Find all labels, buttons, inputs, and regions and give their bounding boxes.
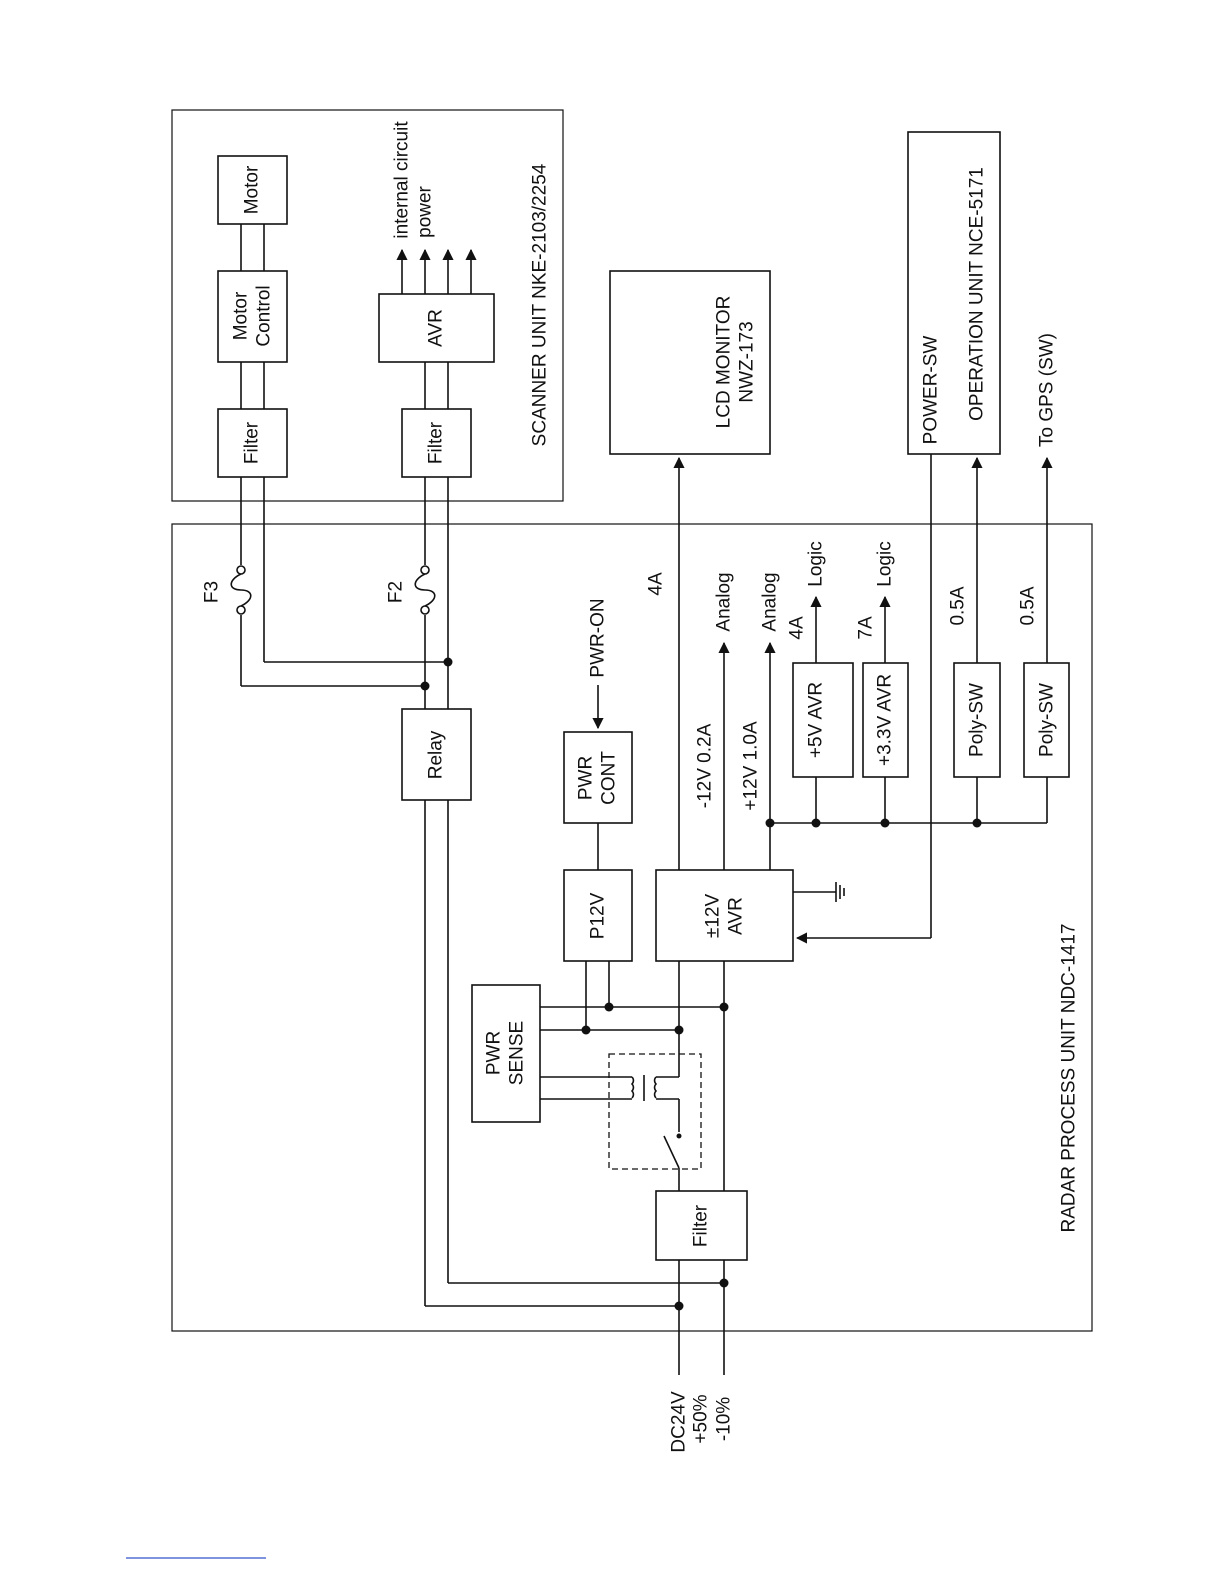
dc-input-label-2: +50%: [691, 1394, 712, 1443]
pm12v-avr-label-2: AVR: [726, 897, 747, 935]
avr-5v-label: +5V AVR: [806, 682, 827, 758]
fuse-f2-label: F2: [386, 581, 407, 603]
sense-transformer-enclosure: [608, 1053, 702, 1170]
internal-power-label-2: power: [415, 185, 436, 237]
fuse-f3-label: F3: [202, 581, 223, 603]
pm12v-avr-block: [655, 869, 794, 962]
input-filter-label: Filter: [691, 1204, 712, 1247]
motor-control-label-1: Motor: [231, 291, 252, 340]
avr-label: AVR: [426, 309, 447, 347]
minus12v-label: -12V 0.2A: [695, 723, 716, 808]
radar-process-unit-label: RADAR PROCESS UNIT NDC-1417: [1059, 923, 1080, 1232]
poly-sw-label-2: Poly-SW: [1037, 683, 1058, 757]
p12v-block: [563, 869, 633, 962]
poly-sw-label-1: Poly-SW: [967, 683, 988, 757]
operation-unit-block: [907, 131, 1001, 455]
poly-sw-current-label-1: 0.5A: [948, 586, 969, 625]
internal-power-label-1: internal circuit: [392, 121, 413, 239]
relay-switch-icon: [663, 1133, 682, 1169]
internal-power-arrows: [396, 248, 477, 294]
relay-label: Relay: [426, 730, 447, 779]
dc-input-label-3: -10%: [714, 1397, 735, 1441]
pm12v-avr-label-1: ±12V: [703, 894, 724, 939]
motor-label: Motor: [242, 165, 263, 214]
p12v-label: P12V: [588, 892, 609, 939]
pwr-cont-block: [563, 731, 633, 824]
motor-control-label-2: Control: [254, 285, 275, 346]
scanner-filter-bottom-label: Filter: [426, 421, 447, 464]
pwr-cont-label-2: CONT: [599, 751, 620, 805]
motor-control-block: [217, 270, 288, 363]
motor-block: [217, 155, 288, 225]
operation-unit-label: OPERATION UNIT NCE-5171: [967, 167, 988, 421]
analog-label-2: Analog: [760, 572, 781, 631]
lcd-monitor-block: [609, 270, 771, 455]
scanner-filter-top-label: Filter: [242, 421, 263, 464]
poly-sw-block-1: [953, 662, 1001, 778]
relay-block: [401, 708, 472, 801]
pwr-cont-label-1: PWR: [576, 756, 597, 800]
logic-label-1: Logic: [806, 541, 827, 586]
pwr-sense-block: [471, 984, 541, 1123]
lcd-monitor-label-1: LCD MONITOR: [714, 296, 735, 429]
pwr-on-label: PWR-ON: [588, 598, 609, 677]
scanner-unit-label: SCANNER UNIT NKE-2103/2254: [530, 163, 551, 446]
poly-sw-block-2: [1023, 662, 1070, 778]
pwr-sense-label-1: PWR: [484, 1031, 505, 1075]
avr-block: [378, 293, 495, 363]
scanner-filter-top-block: [217, 408, 288, 478]
avr-5v-current-label: 4A: [787, 616, 808, 640]
power-wiring: [240, 454, 1053, 1375]
lcd-monitor-label-2: NWZ-173: [737, 321, 758, 402]
fuse-f2-icon: [414, 565, 436, 615]
analog-label-1: Analog: [714, 572, 735, 631]
scanner-wires: [240, 224, 449, 409]
fuse-f3-icon: [230, 565, 252, 615]
to-gps-label: To GPS (SW): [1037, 333, 1058, 447]
poly-sw-current-label-2: 0.5A: [1018, 586, 1039, 625]
avr-3v3-current-label: 7A: [856, 616, 877, 640]
avr-3v3-label: +3.3V AVR: [875, 674, 896, 766]
transformer-icon: [630, 1054, 680, 1132]
logic-label-2: Logic: [875, 541, 896, 586]
scanner-filter-bottom-block: [401, 408, 472, 478]
power-sw-label: POWER-SW: [921, 336, 942, 445]
dc-input-label-1: DC24V: [669, 1391, 690, 1453]
junction-dots: [420, 657, 982, 1311]
pwr-sense-label-2: SENSE: [507, 1021, 528, 1085]
avr-3v3-block: [862, 662, 909, 778]
lcd-current-label: 4A: [646, 572, 667, 596]
scanner-unit-frame: [171, 109, 564, 502]
input-filter-block: [655, 1190, 748, 1261]
avr-5v-block: [792, 662, 854, 778]
radar-process-unit-frame: [171, 523, 1093, 1332]
plus12v-label: +12V 1.0A: [741, 721, 762, 811]
